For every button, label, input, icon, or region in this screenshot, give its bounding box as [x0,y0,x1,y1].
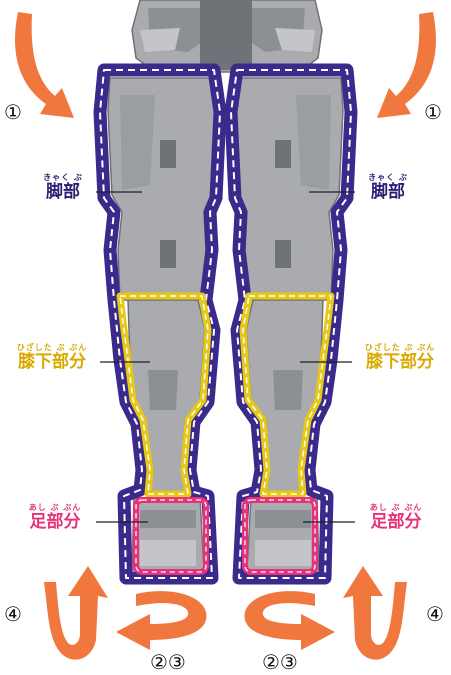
step-2-3-left: ②③ [150,650,186,674]
label-lower-leg-right: ひざした ぶ ぶん 膝下部分 [352,344,448,371]
label-text: 足部分 [370,512,422,532]
curved-arrow-icon [244,591,335,650]
step-1-left: ① [4,100,22,124]
foot-outline [133,497,318,575]
u-turn-arrow-icon [343,566,407,660]
u-turn-arrow-icon [44,566,108,660]
ruby-text: あし ぶ ぶん [369,503,423,512]
label-text: 足部分 [29,512,81,532]
label-foot-left: あし ぶ ぶん 足部分 [14,504,96,531]
label-foot-right: あし ぶ ぶん 足部分 [355,504,437,531]
step-1-right: ① [424,100,442,124]
label-text: 脚部 [371,182,405,202]
ruby-text: きゃく ぶ [43,173,83,182]
upper-leg-outline [93,63,358,585]
label-lower-leg-left: ひざした ぶ ぶん 膝下部分 [4,344,100,371]
label-upper-leg-right: きゃく ぶ 脚部 [355,174,421,201]
robot-hip [131,0,323,73]
curved-arrow-icon [116,591,207,650]
curved-arrow-icon [15,12,74,118]
step-2-3-right: ②③ [262,650,298,674]
label-text: 膝下部分 [366,352,434,372]
curved-arrow-icon [377,12,436,118]
ruby-text: ひざした ぶ ぶん [364,343,436,352]
step-4-left: ④ [4,602,22,626]
label-text: 膝下部分 [18,352,86,372]
label-text: 脚部 [46,182,80,202]
label-upper-leg-left: きゃく ぶ 脚部 [30,174,96,201]
ruby-text: きゃく ぶ [368,173,408,182]
leader-lines [96,191,355,523]
ruby-text: ひざした ぶ ぶん [16,343,88,352]
left-leg [107,77,216,571]
right-leg [235,77,344,571]
ruby-text: あし ぶ ぶん [28,503,82,512]
step-4-right: ④ [426,602,444,626]
lower-leg-outline [116,292,335,498]
